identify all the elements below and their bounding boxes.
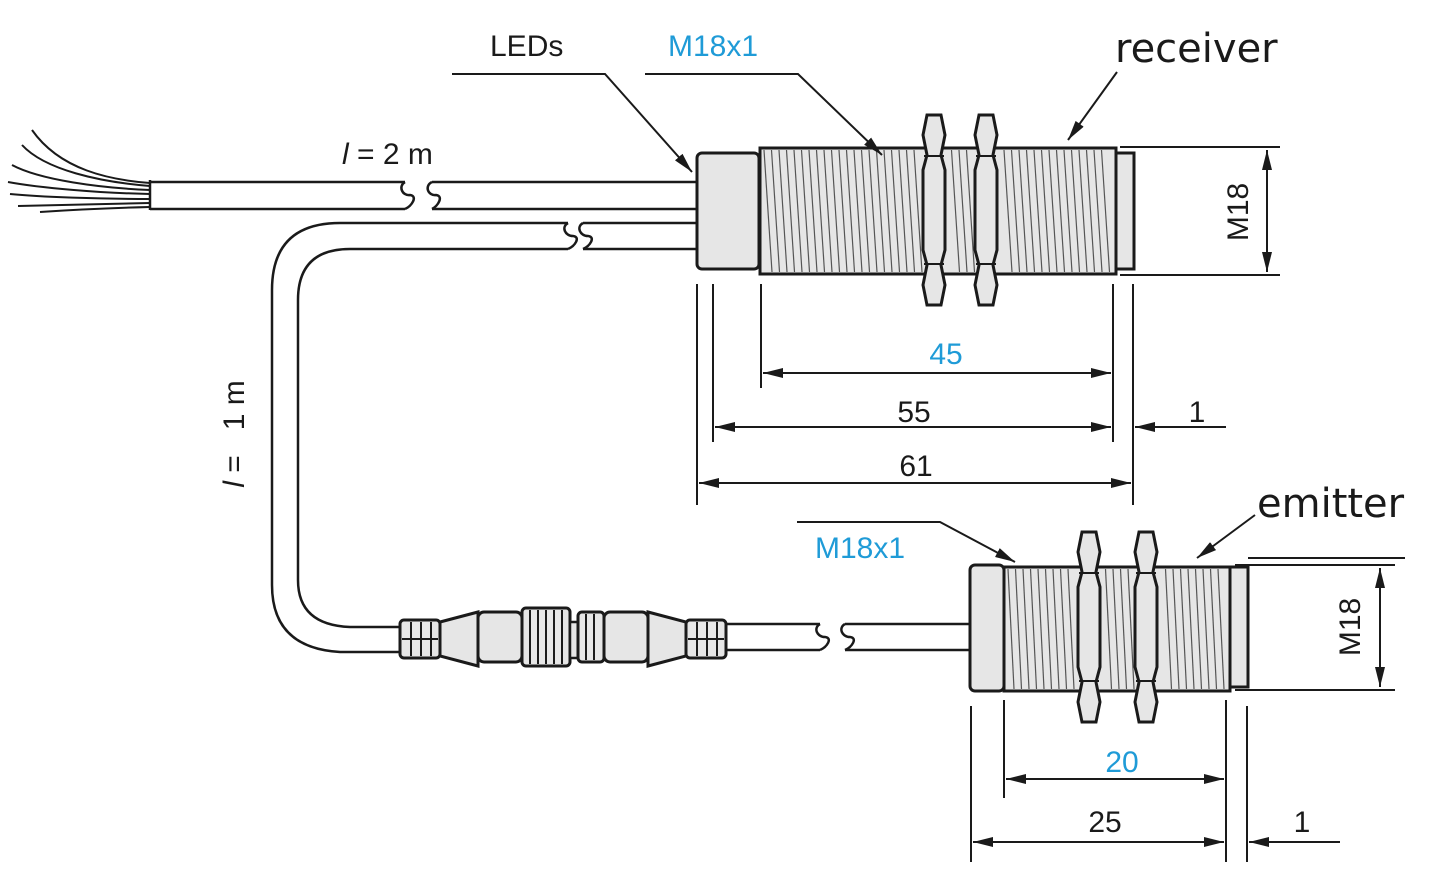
- receiver-nut-2: [973, 113, 999, 307]
- receiver-thread-label: M18x1: [668, 30, 758, 63]
- leds-label: LEDs: [490, 30, 563, 63]
- emitter-dim-25: 25: [1088, 806, 1121, 839]
- emitter-threaded-body: [1002, 565, 1232, 693]
- receiver-group: LEDs M18x1 receiver l = 2 m M18 45 55 1 …: [7, 26, 1280, 505]
- emitter-group: M18x1 emitter M18 20 25 1: [797, 481, 1405, 862]
- receiver-dim-61: 61: [899, 450, 932, 483]
- emitter-nut-2: [1133, 530, 1159, 724]
- receiver-label: receiver: [1115, 26, 1278, 72]
- emitter-dim-20: 20: [1105, 746, 1138, 779]
- emitter-end-cap: [968, 563, 1006, 693]
- emitter-thread-lines: [1007, 568, 1225, 690]
- emitter-cable-length: l = 1 m: [218, 380, 251, 488]
- receiver-dim-45: 45: [929, 338, 962, 371]
- receiver-thread-leader: [645, 73, 883, 156]
- emitter-nut-1: [1076, 530, 1102, 724]
- leds-leader: [452, 73, 693, 173]
- receiver-end-cap: [695, 151, 761, 271]
- emitter-leader: [1196, 514, 1256, 559]
- loose-wires: [7, 129, 151, 213]
- receiver-lens: [1114, 151, 1136, 271]
- emitter-dim-1: 1: [1294, 806, 1311, 839]
- receiver-thread-lines: [763, 149, 1111, 273]
- receiver-dim-1: 1: [1189, 396, 1206, 429]
- receiver-main-cable: [148, 180, 697, 211]
- emitter-dia-label: M18: [1334, 598, 1367, 656]
- cable-connector: [398, 606, 728, 668]
- receiver-dim-55: 55: [897, 396, 930, 429]
- emitter-label: emitter: [1257, 481, 1405, 527]
- interconnect-cable: l = 1 m: [218, 221, 970, 668]
- receiver-nut-1: [921, 113, 947, 307]
- receiver-cable-length: l = 2 m: [342, 138, 433, 171]
- receiver-dia-label: M18: [1222, 183, 1255, 241]
- receiver-leader: [1067, 71, 1118, 141]
- emitter-lens: [1228, 565, 1250, 689]
- emitter-thread-label: M18x1: [815, 532, 905, 565]
- emitter-thread-leader: [797, 521, 1016, 563]
